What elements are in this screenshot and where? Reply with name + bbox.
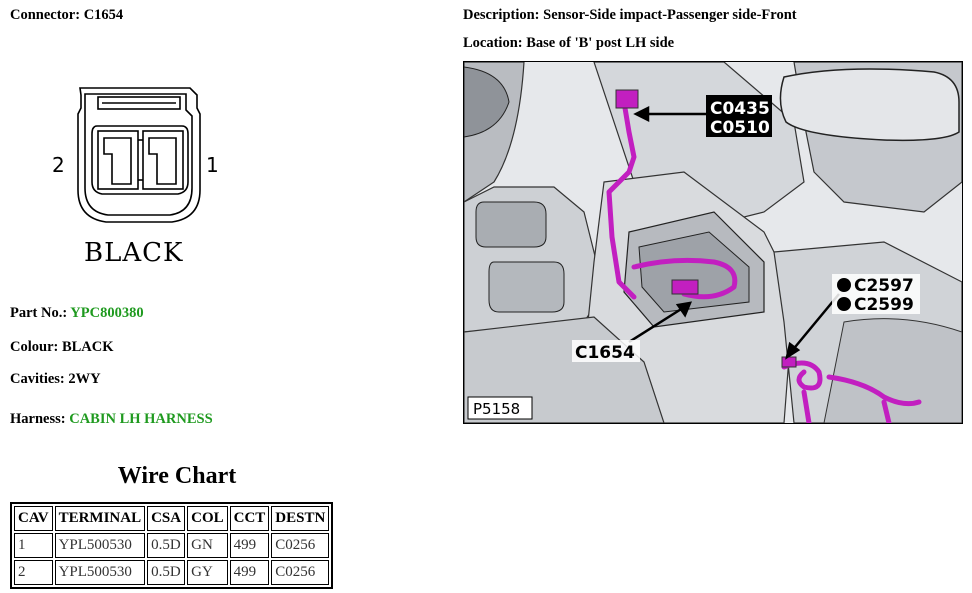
- cell-terminal: YPL500530: [54, 560, 146, 585]
- pin-label-1: 1: [206, 153, 219, 177]
- header-col: COL: [187, 506, 228, 531]
- cell-terminal: YPL500530: [54, 533, 146, 558]
- callout-c0435: C0435: [710, 99, 770, 119]
- callout-c2599: C2599: [854, 295, 914, 315]
- harness-label: Harness:: [10, 411, 66, 427]
- vehicle-interior-illustration: C0435 C0510 C2597 C2599 C1654 P5158: [464, 62, 962, 423]
- table-row: 2 YPL500530 0.5D GY 499 C0256: [14, 560, 330, 585]
- wire-chart-table: CAV TERMINAL CSA COL CCT DESTN 1 YPL5005…: [10, 502, 334, 589]
- figure-id: P5158: [473, 400, 520, 418]
- cell-col: GN: [187, 533, 228, 558]
- colour-value: BLACK: [61, 339, 114, 355]
- table-header-row: CAV TERMINAL CSA COL CCT DESTN: [14, 506, 330, 531]
- description: Description: Sensor-Side impact-Passenge…: [463, 7, 797, 24]
- cell-destn: C0256: [271, 533, 330, 558]
- header-cav: CAV: [14, 506, 53, 531]
- table-row: 1 YPL500530 0.5D GN 499 C0256: [14, 533, 330, 558]
- cell-csa: 0.5D: [147, 560, 186, 585]
- colour-label: Colour:: [10, 339, 59, 355]
- header-terminal: TERMINAL: [54, 506, 146, 531]
- connector-label: Connector:: [10, 7, 81, 23]
- cell-cav: 2: [14, 560, 53, 585]
- wire-chart-title: Wire Chart: [117, 463, 237, 489]
- cell-csa: 0.5D: [147, 533, 186, 558]
- callout-c2597: C2597: [854, 276, 914, 296]
- description-value: Sensor-Side impact-Passenger side-Front: [543, 7, 797, 23]
- callout-c0510: C0510: [710, 118, 770, 138]
- header-csa: CSA: [147, 506, 186, 531]
- cavities-value: 2WY: [68, 371, 101, 387]
- harness-link[interactable]: CABIN LH HARNESS: [69, 411, 213, 427]
- cell-cav: 1: [14, 533, 53, 558]
- connector-pin-diagram: 2 1: [52, 87, 219, 223]
- description-label: Description:: [463, 7, 540, 23]
- connector-colour-caption: BLACK: [84, 238, 184, 268]
- cell-cct: 499: [229, 533, 270, 558]
- cavities-label: Cavities:: [10, 371, 65, 387]
- cavities: Cavities: 2WY: [10, 371, 101, 388]
- part-number: Part No.: YPC800380: [10, 305, 144, 322]
- connector-title: Connector: C1654: [10, 7, 123, 24]
- part-number-label: Part No.:: [10, 305, 68, 321]
- pin-label-2: 2: [52, 153, 65, 177]
- colour: Colour: BLACK: [10, 339, 114, 356]
- location-label: Location:: [463, 35, 523, 51]
- cell-destn: C0256: [271, 560, 330, 585]
- header-destn: DESTN: [271, 506, 330, 531]
- header-cct: CCT: [229, 506, 270, 531]
- location: Location: Base of 'B' post LH side: [463, 35, 674, 52]
- harness: Harness: CABIN LH HARNESS: [10, 411, 213, 428]
- location-illustration: C0435 C0510 C2597 C2599 C1654 P5158: [463, 61, 963, 424]
- part-number-link[interactable]: YPC800380: [70, 305, 144, 321]
- cell-col: GY: [187, 560, 228, 585]
- location-value: Base of 'B' post LH side: [526, 35, 675, 51]
- connector-id: C1654: [83, 7, 124, 23]
- cell-cct: 499: [229, 560, 270, 585]
- callout-c1654: C1654: [575, 343, 635, 363]
